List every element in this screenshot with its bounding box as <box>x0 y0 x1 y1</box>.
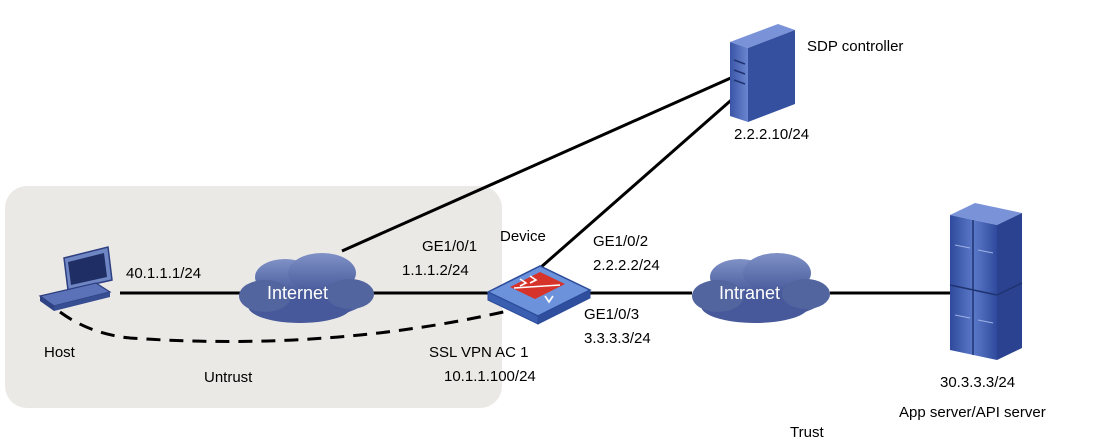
ssl-vpn-ac-ip-label: 10.1.1.100/24 <box>444 368 536 385</box>
internet-label: Internet <box>267 283 328 303</box>
link-device-sdp <box>539 86 746 270</box>
ge1-0-2-label: GE1/0/2 <box>593 233 648 250</box>
cloud-icon-internet <box>239 253 374 323</box>
untrust-zone-label: Untrust <box>204 369 253 386</box>
device-label: Device <box>500 228 546 245</box>
ge1-0-3-ip-label: 3.3.3.3/24 <box>584 330 651 347</box>
app-server-ip-label: 30.3.3.3/24 <box>940 374 1015 391</box>
ssl-vpn-tunnel <box>59 308 513 343</box>
pc-icon <box>38 246 113 311</box>
trust-zone-label: Trust <box>790 424 824 441</box>
ssl-vpn-ac-label: SSL VPN AC 1 <box>429 344 529 361</box>
host-label: Host <box>44 344 76 361</box>
ge1-0-1-ip-label: 1.1.1.2/24 <box>402 262 469 279</box>
server-rack-icon <box>949 203 1023 360</box>
firewall-icon <box>486 265 592 325</box>
cloud-icon-intranet <box>692 253 830 323</box>
app-server-label: App server/API server <box>899 404 1046 421</box>
link-internet-sdp <box>341 75 734 253</box>
intranet-label: Intranet <box>719 283 780 303</box>
ge1-0-2-ip-label: 2.2.2.2/24 <box>593 257 660 274</box>
links <box>59 75 950 343</box>
sdp-controller-label: SDP controller <box>807 38 903 55</box>
server-tower-icon <box>730 24 795 122</box>
ge1-0-1-label: GE1/0/1 <box>422 238 477 255</box>
ge1-0-3-label: GE1/0/3 <box>584 306 639 323</box>
sdp-controller-ip-label: 2.2.2.10/24 <box>734 126 809 143</box>
host-ip-label: 40.1.1.1/24 <box>126 265 201 282</box>
